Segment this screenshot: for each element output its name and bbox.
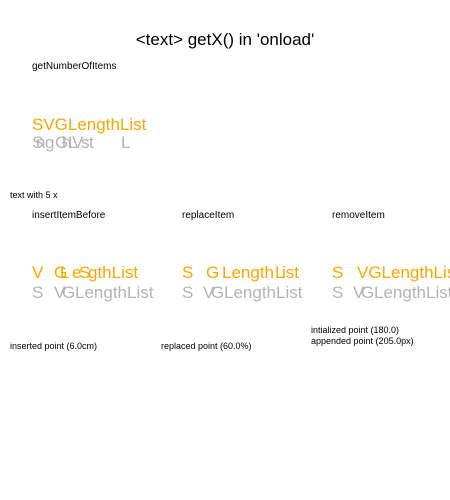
gray-glyph: S (332, 283, 343, 302)
gray-glyph: S (32, 283, 43, 302)
orange-glyph: gthList (88, 263, 138, 282)
insert-item-before-label: insertItemBefore (32, 210, 106, 221)
gray-glyph: V (54, 283, 66, 302)
gray-glyph: s (81, 133, 90, 152)
page-title: <text> getX() in 'onload' (136, 30, 315, 49)
orange-glyph: L (275, 263, 284, 282)
gray-glyph: h (62, 133, 71, 152)
orange-glyph: G (54, 263, 67, 282)
replace-status-text: replaced point (60.0%) (161, 341, 252, 351)
insert-orange-text: V G L e S gthList (32, 263, 138, 282)
gray-glyph: LengthList (374, 283, 450, 302)
remove-orange-text: S VGLengthLis (332, 263, 450, 282)
orange-glyph: ist (282, 263, 299, 282)
gray-glyph: g (45, 133, 54, 152)
gray-glyph: S (182, 283, 193, 302)
remove-gray-text: S V G LengthList (332, 283, 450, 302)
gray-glyph: LengthList (75, 283, 154, 302)
gray-glyph: G (55, 133, 68, 152)
gray-glyph: LengthList (224, 283, 303, 302)
get-number-of-items-gray-text: S n g G h L V s t L (32, 133, 130, 152)
insert-gray-text: S V G LengthList (32, 283, 154, 302)
note-text: text with 5 x (10, 190, 58, 200)
orange-glyph: S (332, 263, 343, 282)
replace-orange-text: S G Length L ist (182, 263, 299, 282)
orange-glyph: S (182, 263, 193, 282)
remove-status-line-1: intialized point (180.0) (311, 325, 399, 335)
insert-status-text: inserted point (6.0cm) (10, 341, 97, 351)
gray-glyph: L (121, 133, 130, 152)
orange-glyph: S (79, 263, 90, 282)
gray-glyph: n (36, 133, 45, 152)
gray-glyph: G (361, 283, 374, 302)
orange-glyph: Length (222, 263, 274, 282)
remove-status-line-2: appended point (205.0px) (311, 336, 414, 346)
gray-glyph: G (211, 283, 224, 302)
orange-glyph: L (60, 263, 69, 282)
orange-glyph: VGLengthLis (357, 263, 450, 282)
gray-glyph: V (203, 283, 215, 302)
replace-gray-text: S V G LengthList (182, 283, 303, 302)
orange-glyph: e (72, 263, 81, 282)
replace-item-label: replaceItem (182, 210, 234, 221)
get-number-of-items-label: getNumberOfItems (32, 61, 116, 72)
orange-glyph: G (206, 263, 219, 282)
gray-glyph: L (68, 133, 77, 152)
gray-glyph: G (62, 283, 75, 302)
gray-glyph: V (72, 133, 84, 152)
gray-glyph: S (32, 133, 43, 152)
gray-glyph: V (353, 283, 365, 302)
gray-glyph: t (89, 133, 94, 152)
remove-item-label: removeItem (332, 210, 385, 221)
get-number-of-items-orange-text: SVGLengthList (32, 115, 147, 134)
orange-glyph: V (32, 263, 44, 282)
